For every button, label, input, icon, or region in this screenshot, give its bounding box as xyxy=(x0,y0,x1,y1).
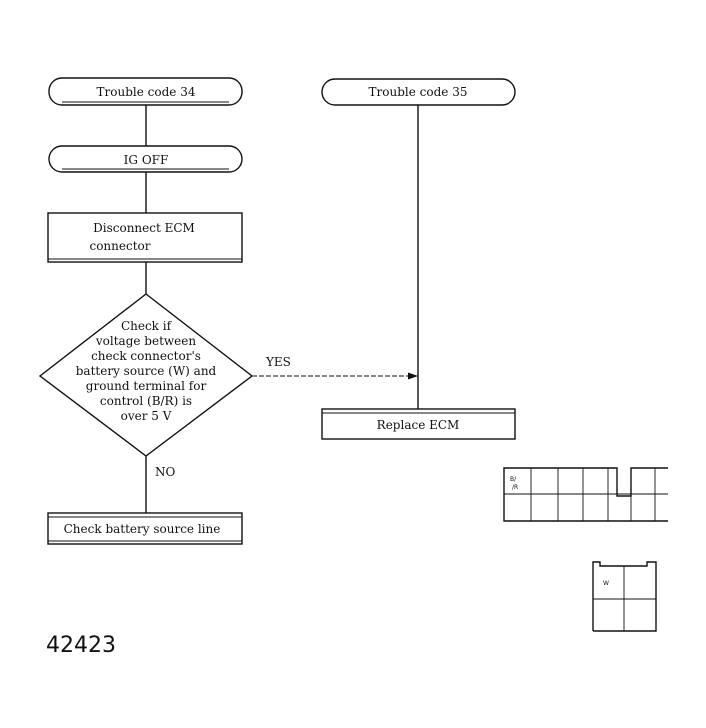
flow-connectors xyxy=(145,104,419,513)
start-trouble-code-35: Trouble code 35 xyxy=(321,78,516,106)
start-trouble-code-34: Trouble code 34 xyxy=(48,77,243,106)
step-disconnect-ecm: Disconnect ECM connector xyxy=(47,212,243,263)
connector-label-r: /R xyxy=(512,484,518,491)
no-label: NO xyxy=(155,465,176,479)
check-battery-label: Check battery source line xyxy=(64,522,221,536)
decision-line-7: over 5 V xyxy=(121,409,172,423)
decision-line-5: ground terminal for xyxy=(86,379,207,393)
connector-label-b: B/ xyxy=(510,476,517,483)
decision-line-1: Check if xyxy=(121,319,173,333)
start-34-label: Trouble code 34 xyxy=(97,85,196,99)
connector-label-w: W xyxy=(603,580,609,587)
step-ig-off: IG OFF xyxy=(48,145,243,173)
disconnect-line-1: Disconnect ECM xyxy=(93,221,195,235)
replace-ecm-label: Replace ECM xyxy=(377,418,460,432)
disconnect-line-2: connector xyxy=(89,239,150,253)
ecm-connector-illustration: B/ /R xyxy=(503,467,668,522)
decision-line-4: battery source (W) and xyxy=(76,364,217,378)
decision-voltage-check: Check if voltage between check connector… xyxy=(38,293,254,457)
decision-line-3: check connector's xyxy=(91,349,201,363)
check-connector-illustration: W xyxy=(592,561,657,632)
figure-number: 42423 xyxy=(46,633,116,658)
yes-arrowhead xyxy=(408,372,418,380)
step-check-battery-source: Check battery source line xyxy=(47,512,243,545)
yes-label: YES xyxy=(265,355,291,369)
decision-line-2: voltage between xyxy=(95,334,196,348)
ig-off-label: IG OFF xyxy=(124,153,169,167)
step-replace-ecm: Replace ECM xyxy=(321,408,516,440)
decision-line-6: control (B/R) is xyxy=(100,394,192,408)
start-35-label: Trouble code 35 xyxy=(369,85,468,99)
